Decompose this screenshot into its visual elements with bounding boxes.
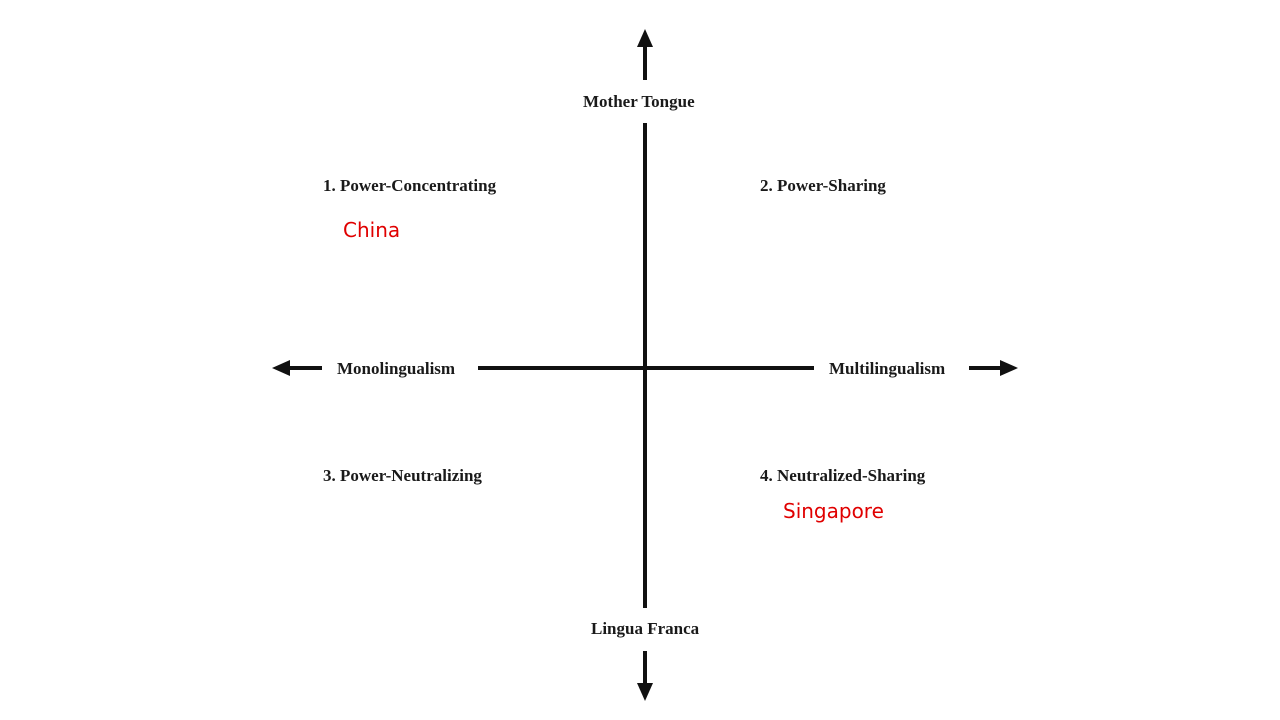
quadrant-label-1: 1. Power-Concentrating <box>323 176 497 195</box>
top-arrowhead <box>637 29 653 47</box>
annotation-china: China <box>343 218 401 242</box>
axis-label-bottom: Lingua Franca <box>591 619 700 638</box>
axis-label-right: Multilingualism <box>829 359 946 378</box>
annotation-singapore: Singapore <box>783 499 884 523</box>
quadrant-label-3: 3. Power-Neutralizing <box>323 466 482 485</box>
left-arrowhead <box>272 360 290 376</box>
axis-label-left: Monolingualism <box>337 359 456 378</box>
right-arrowhead <box>1000 360 1018 376</box>
bottom-arrowhead <box>637 683 653 701</box>
quadrant-label-2: 2. Power-Sharing <box>760 176 886 195</box>
quadrant-label-4: 4. Neutralized-Sharing <box>760 466 926 485</box>
axis-label-top: Mother Tongue <box>583 92 695 111</box>
